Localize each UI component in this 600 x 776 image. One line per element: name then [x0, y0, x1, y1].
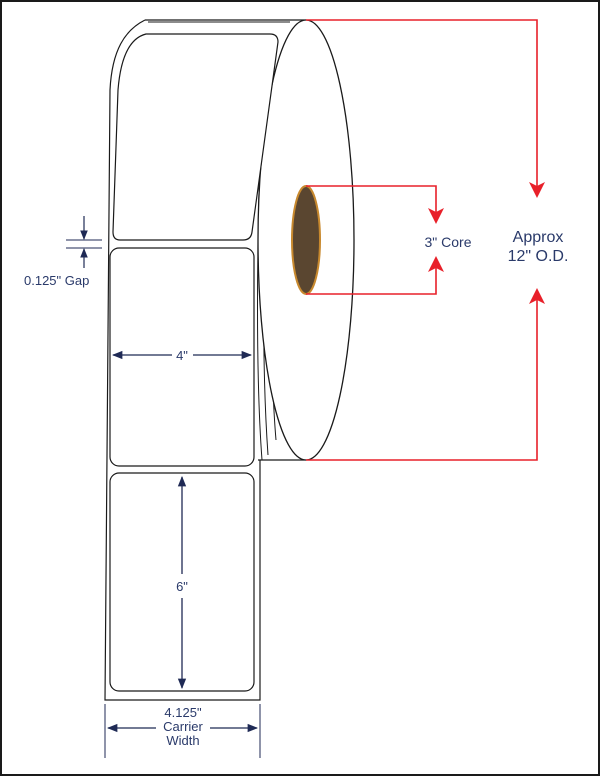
od-callout-arrow-up — [529, 288, 545, 304]
carrier-label-line1: 4.125" — [164, 705, 202, 720]
od-label-line1: Approx — [513, 229, 564, 246]
label-on-roll — [112, 33, 279, 241]
core-callout-arrow-down — [428, 208, 444, 224]
core-label: 3" Core — [425, 234, 472, 250]
od-callout-arrow-down — [529, 182, 545, 198]
core-hole — [291, 185, 321, 295]
core-callout-bottom-line — [306, 268, 437, 295]
od-callout-bottom-line — [306, 300, 538, 461]
label-flat-1 — [109, 247, 255, 467]
height-label: 6" — [176, 579, 188, 594]
gap-label: 0.125" Gap — [24, 273, 89, 288]
carrier-liner — [104, 19, 261, 701]
core-callout-arrow-up — [428, 256, 444, 272]
od-callout-top-line — [306, 19, 538, 186]
width-label: 4" — [176, 348, 188, 363]
od-label-line2: 12" O.D. — [508, 248, 569, 265]
core-callout-top-line — [306, 185, 437, 212]
label-flat-2 — [109, 472, 255, 692]
carrier-label-line3: Width — [166, 733, 199, 748]
carrier-label-line2: Carrier — [163, 719, 203, 734]
